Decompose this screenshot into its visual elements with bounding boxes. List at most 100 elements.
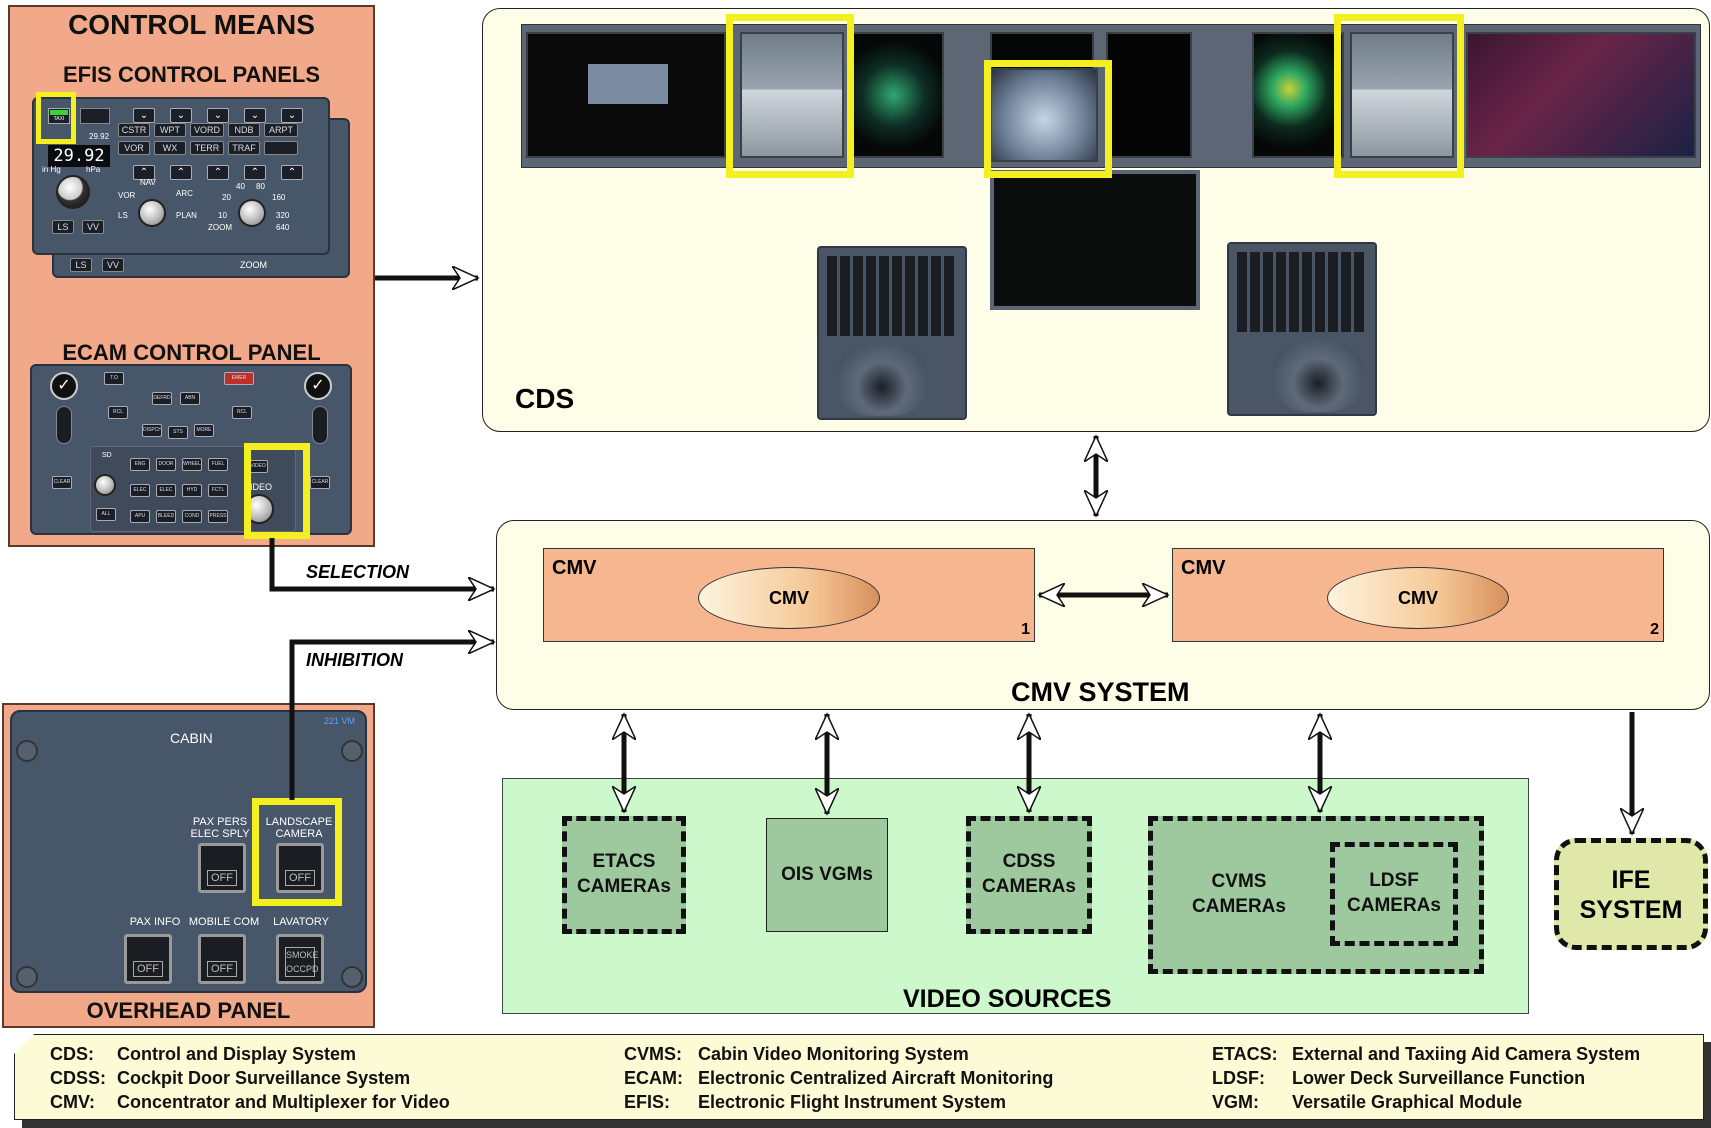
- control-means-title: CONTROL MEANS: [68, 9, 315, 40]
- legend-text: Electronic Centralized Aircraft Monitori…: [698, 1068, 1054, 1088]
- sd-label: SD: [102, 452, 112, 459]
- brightness-knob[interactable]: [56, 406, 72, 444]
- screw-icon: [341, 966, 363, 988]
- sd-knob[interactable]: [94, 474, 116, 496]
- legend-text: Control and Display System: [117, 1044, 357, 1064]
- chevron-up-icon[interactable]: ⌃: [133, 165, 155, 180]
- cmv-module-1: CMV: [698, 567, 880, 629]
- blank-button[interactable]: [264, 141, 298, 155]
- pax-pers-label: PAX PERS ELEC SPLY: [190, 816, 250, 841]
- defrd-button[interactable]: DEFRD: [152, 392, 172, 405]
- pax-info-button[interactable]: OFF: [124, 934, 172, 984]
- more-button[interactable]: MORE: [194, 424, 214, 437]
- display-map: [1466, 32, 1696, 158]
- wheel-button[interactable]: WHEEL: [182, 458, 202, 471]
- door-button[interactable]: DOOR: [156, 458, 176, 471]
- abn-button[interactable]: ABN: [180, 392, 200, 405]
- baro-knob[interactable]: [56, 175, 90, 209]
- fuel-button[interactable]: FUEL: [208, 458, 228, 471]
- sts-button[interactable]: STS: [168, 426, 188, 439]
- legend-abbr: CMV:: [50, 1092, 95, 1112]
- dispch-button[interactable]: DISPCH: [142, 424, 162, 437]
- cond-button[interactable]: COND: [182, 510, 202, 523]
- ndb-button[interactable]: NDB: [228, 123, 260, 137]
- legend-abbr: CDSS:: [50, 1068, 107, 1088]
- landscape-highlight: [252, 798, 342, 906]
- ls-button-back[interactable]: LS: [70, 258, 92, 272]
- clear-button-left[interactable]: CLEAR: [52, 476, 72, 489]
- efis-panel: TAXI ⌄ ⌄ ⌄ ⌄ ⌄ 29.92 29.92 CSTR WPT VORD…: [32, 97, 330, 255]
- emer-canc-button[interactable]: EMER CANC: [224, 372, 254, 385]
- legend-text: Cockpit Door Surveillance System: [117, 1068, 411, 1088]
- bleed-button[interactable]: BLEED: [156, 510, 176, 523]
- press-button[interactable]: PRESS: [208, 510, 228, 523]
- lavatory-button[interactable]: SMOKE OCCPD: [276, 934, 324, 984]
- chevron-up-icon[interactable]: ⌃: [281, 165, 303, 180]
- display-nd-right: [1252, 32, 1344, 158]
- arpt-button[interactable]: ARPT: [264, 123, 298, 137]
- landscape-camera-label: LANDSCAPE CAMERA: [265, 816, 333, 841]
- cabin-label: CABIN: [170, 730, 213, 746]
- elec-dc-button[interactable]: ELEC DC: [156, 484, 176, 497]
- legend-abbr: LDSF:: [1212, 1068, 1265, 1088]
- apu-button[interactable]: APU: [130, 510, 150, 523]
- rcl-all-button[interactable]: RCL ALL: [232, 406, 252, 419]
- chevron-down-icon[interactable]: ⌄: [170, 108, 192, 123]
- legend-abbr: ETACS:: [1212, 1044, 1278, 1064]
- traf-button[interactable]: TRAF: [228, 141, 260, 155]
- chevron-down-icon[interactable]: ⌄: [281, 108, 303, 123]
- chevron-down-icon[interactable]: ⌄: [207, 108, 229, 123]
- lavatory-label: LAVATORY: [273, 916, 329, 928]
- taxi-button[interactable]: TAXI: [48, 108, 70, 124]
- fctl-button[interactable]: FCTL: [208, 484, 228, 497]
- chevron-up-icon[interactable]: ⌃: [244, 165, 266, 180]
- check-icon: ✓: [304, 372, 332, 400]
- vv-button[interactable]: VV: [82, 220, 104, 234]
- hyd-button[interactable]: HYD: [182, 484, 202, 497]
- vv-button-back[interactable]: VV: [102, 258, 124, 272]
- legend-abbr: ECAM:: [624, 1068, 683, 1088]
- legend-abbr: EFIS:: [624, 1092, 671, 1112]
- in-hg-label: in Hg: [42, 165, 61, 174]
- all-button[interactable]: ALL: [96, 508, 116, 521]
- cmv-unit-1: CMV 1 CMV: [543, 548, 1035, 642]
- chevron-up-icon[interactable]: ⌃: [170, 165, 192, 180]
- inhibition-label: INHIBITION: [306, 650, 403, 670]
- cds-label: CDS: [515, 383, 575, 414]
- to-config-button[interactable]: T.O CONFIG: [104, 372, 124, 385]
- eng-button[interactable]: ENG: [130, 458, 150, 471]
- cstr-button[interactable]: CSTR: [118, 123, 150, 137]
- brightness-knob[interactable]: [312, 406, 328, 444]
- chevron-down-icon[interactable]: ⌄: [133, 108, 155, 123]
- clear-button-right[interactable]: CLEAR: [310, 476, 330, 489]
- chevron-up-icon[interactable]: ⌃: [207, 165, 229, 180]
- legend-text: External and Taxiing Aid Camera System: [1292, 1044, 1641, 1064]
- baro-display: 29.92: [48, 145, 110, 167]
- vor-button[interactable]: VOR: [118, 141, 150, 155]
- range-knob[interactable]: [238, 199, 266, 227]
- keyboard-cursor-control-right: [1227, 242, 1377, 416]
- legend-box: [13, 1033, 1704, 1120]
- display-sd: [990, 170, 1200, 310]
- taxi-highlight: [36, 92, 76, 144]
- chevron-down-icon[interactable]: ⌄: [244, 108, 266, 123]
- ldsf-cameras-box: LDSF CAMERAs: [1330, 842, 1458, 946]
- screw-icon: [16, 966, 38, 988]
- rcl-last-button[interactable]: RCL LAST: [108, 406, 128, 419]
- wx-button[interactable]: WX: [154, 141, 186, 155]
- pax-pers-button[interactable]: OFF: [198, 843, 246, 893]
- landscape-camera-button[interactable]: OFF: [276, 843, 324, 893]
- mode-knob[interactable]: [138, 199, 166, 227]
- legend-abbr: CVMS:: [624, 1044, 682, 1064]
- mobile-com-button[interactable]: OFF: [198, 934, 246, 984]
- ois-vgms-box: OIS VGMs: [766, 818, 888, 932]
- terr-button[interactable]: TERR: [190, 141, 224, 155]
- ls-button[interactable]: LS: [52, 220, 74, 234]
- legend-text: Electronic Flight Instrument System: [698, 1092, 1007, 1112]
- efis-title: EFIS CONTROL PANELS: [62, 62, 321, 87]
- legend-text: Cabin Video Monitoring System: [698, 1044, 969, 1064]
- wpt-button[interactable]: WPT: [154, 123, 186, 137]
- vord-button[interactable]: VORD: [190, 123, 224, 137]
- elec-ac-button[interactable]: ELEC AC: [130, 484, 150, 497]
- display-camera-right: [1350, 32, 1454, 158]
